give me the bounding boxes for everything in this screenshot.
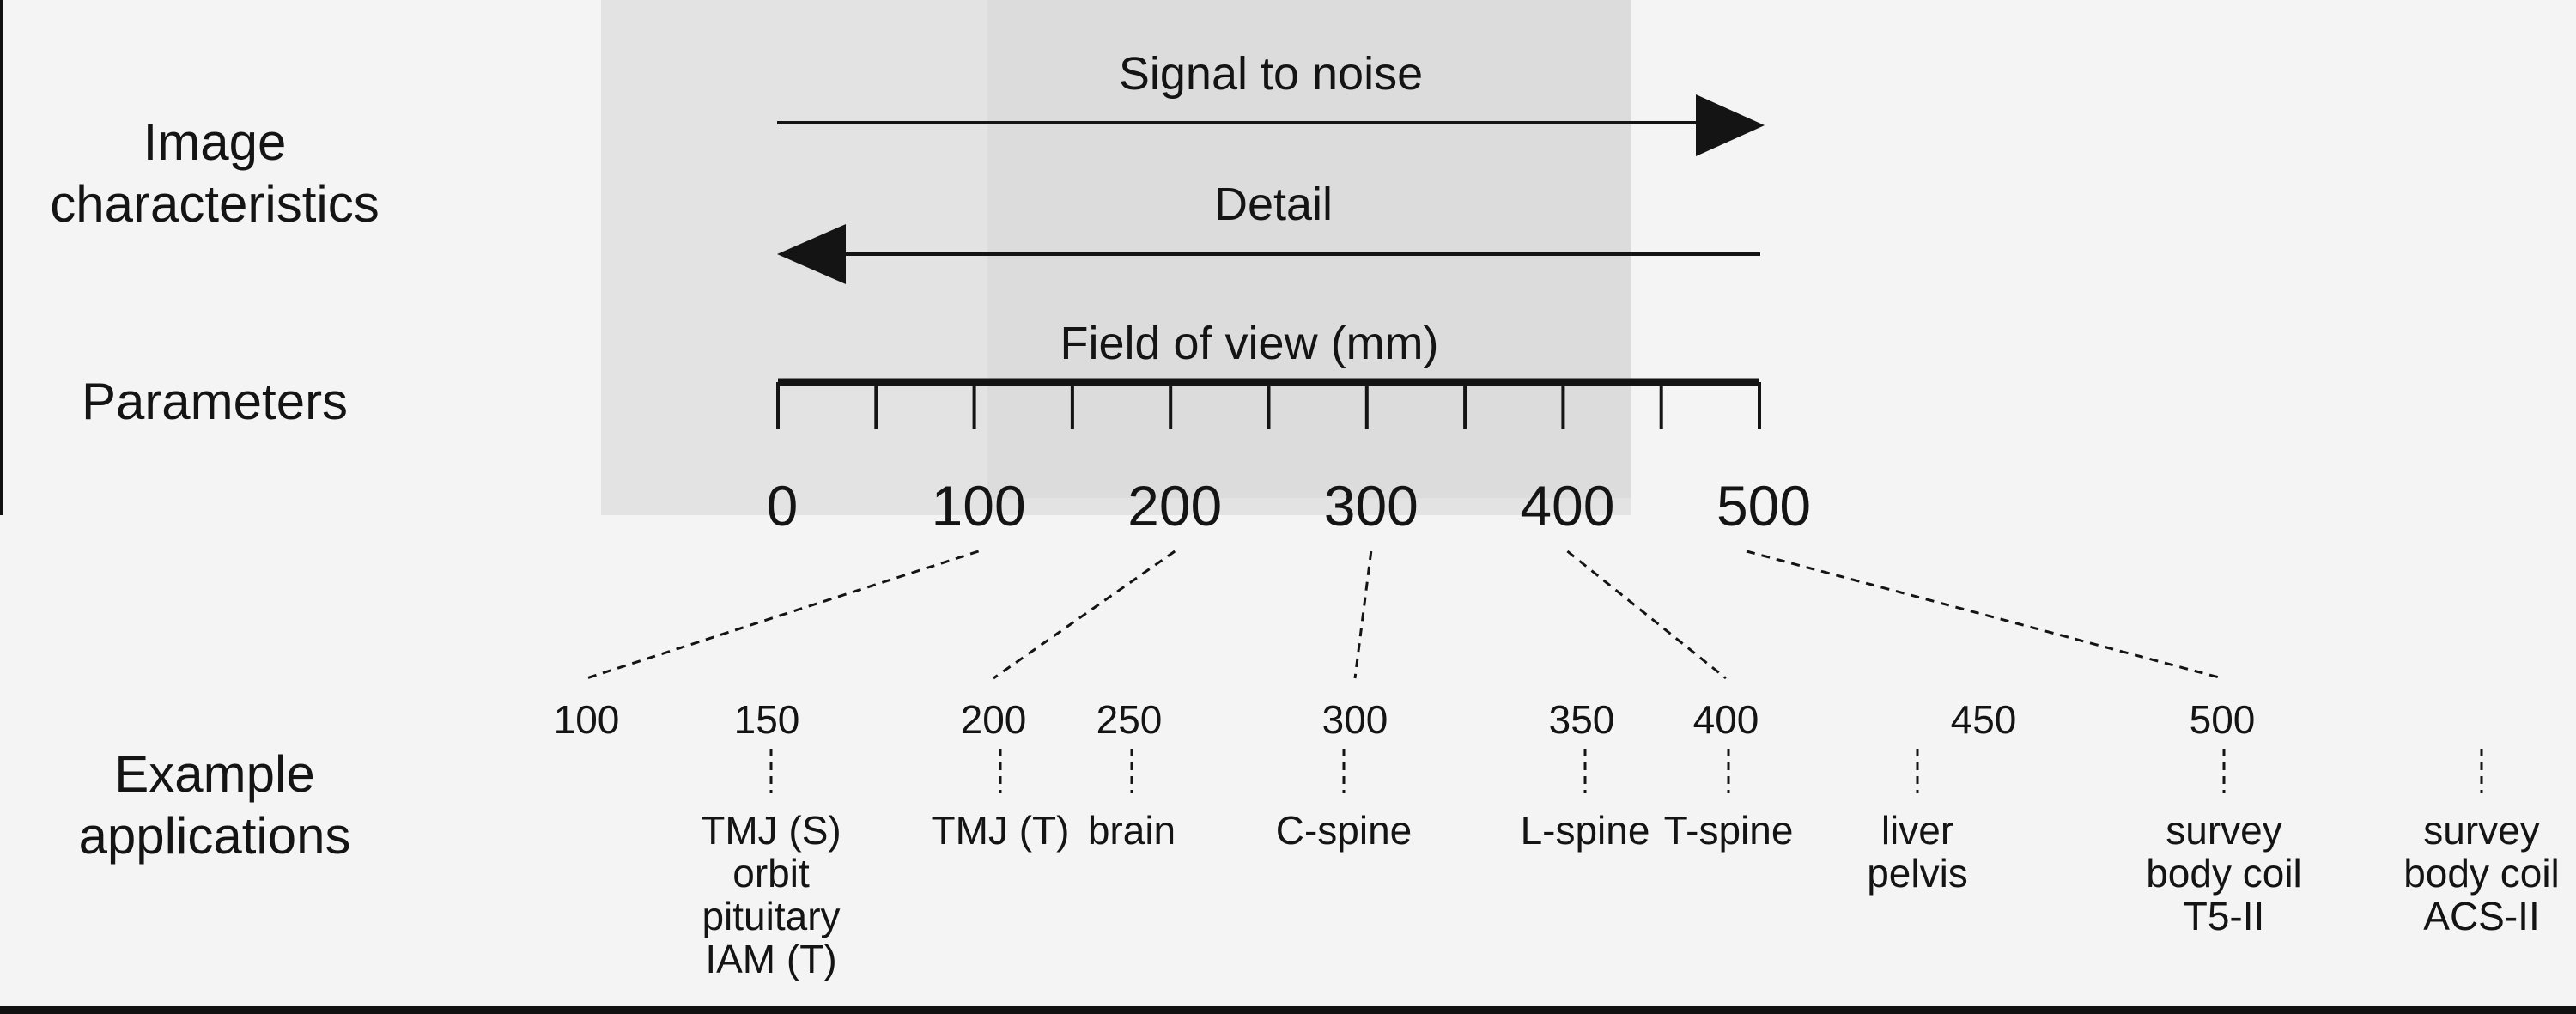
application-label-line: T-spine (1664, 808, 1794, 853)
connector-line (1746, 550, 2223, 680)
example-scale-value: 200 (961, 697, 1027, 742)
application-label-line: C-spine (1276, 808, 1413, 853)
fov-major-label: 300 (1324, 474, 1419, 537)
application-label-line: TMJ (T) (932, 808, 1070, 853)
fov-axis-ticks (776, 382, 1761, 429)
application-label: TMJ (T) (932, 808, 1070, 853)
fov-axis-title: Field of view (mm) (1060, 318, 1438, 369)
example-scale-value: 250 (1097, 697, 1163, 742)
example-scale-value: 500 (2190, 697, 2256, 742)
example-scale-value: 450 (1951, 697, 2017, 742)
detail-arrow (777, 224, 1760, 284)
application-label: C-spine (1276, 808, 1413, 853)
row-label-line: applications (78, 807, 351, 865)
application-label-line: pituitary (702, 894, 840, 938)
application-label-line: TMJ (S) (701, 808, 841, 853)
application-label-line: liver (1881, 808, 1953, 853)
application-label: T-spine (1664, 808, 1794, 853)
row-label-example-applications: Example applications (0, 744, 429, 867)
arrowhead-right-icon (1696, 94, 1765, 156)
row-label-line: Image (143, 113, 287, 171)
application-label: L-spine (1521, 808, 1650, 853)
left-border-line (0, 0, 3, 515)
fov-major-label: 400 (1520, 474, 1614, 537)
signal-to-noise-arrow (777, 94, 1765, 156)
fov-major-label: 100 (932, 474, 1026, 537)
application-label-line: IAM (T) (705, 937, 836, 981)
application-label-line: L-spine (1521, 808, 1650, 853)
connector-line (1566, 550, 1727, 680)
fov-major-label: 200 (1127, 474, 1222, 537)
application-label-line: ACS-II (2423, 894, 2539, 938)
application-label-line: orbit (732, 851, 810, 896)
application-label-line: body coil (2146, 851, 2302, 896)
example-scale-value: 300 (1322, 697, 1388, 742)
connector-line (1353, 550, 1373, 679)
fov-axis-labels: 0 100 200 300 400 500 (767, 474, 1811, 537)
example-scale-value: 350 (1549, 697, 1615, 742)
application-label-line: brain (1088, 808, 1176, 853)
row-label-parameters: Parameters (81, 373, 349, 430)
application-label: brain (1088, 808, 1176, 853)
fov-major-label: 0 (767, 474, 799, 537)
application-label-line: body coil (2403, 851, 2560, 896)
example-scale-ticks (769, 749, 2483, 793)
fov-major-label: 500 (1716, 474, 1811, 537)
row-label-line: characteristics (50, 175, 380, 233)
application-label-line: pelvis (1867, 851, 1968, 896)
row-label-image-characteristics: Image characteristics (0, 112, 429, 235)
example-scale-value: 100 (554, 697, 620, 742)
application-label-line: survey (2423, 808, 2539, 853)
background-shade-dark (987, 0, 1631, 498)
connector-line (993, 550, 1176, 680)
connector-line (586, 550, 980, 680)
application-label-line: T5-II (2184, 894, 2265, 938)
example-scale-value: 400 (1693, 697, 1759, 742)
example-scale-value: 150 (734, 697, 800, 742)
arrowhead-left-icon (777, 224, 846, 284)
row-label-line: Example (114, 745, 315, 803)
connector-lines (586, 550, 2223, 680)
application-label-line: survey (2166, 808, 2281, 853)
signal-to-noise-label: Signal to noise (1119, 48, 1423, 100)
detail-label: Detail (1214, 179, 1333, 230)
example-scale-values: 100 150 200 250 300 350 400 450 500 (554, 697, 2256, 742)
bottom-border-line (0, 1006, 2576, 1014)
